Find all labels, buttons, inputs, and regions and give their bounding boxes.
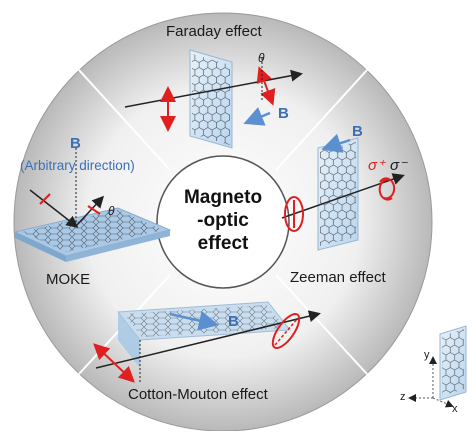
graphene-sheet-side (66, 230, 170, 262)
incident-beam (29, 189, 79, 228)
polarization-in (39, 193, 51, 205)
center-line-1: Magneto (183, 187, 263, 208)
graphene-sheet-side (15, 232, 66, 262)
divider-line (78, 69, 171, 171)
zeeman-field-label: B (352, 123, 363, 140)
cotton-mouton-illustration (93, 301, 321, 383)
circular-polarization-icon (379, 177, 396, 200)
zeeman-illustration (281, 133, 405, 251)
cotton-mouton-field-label: B (228, 313, 239, 330)
field-arrow (169, 310, 219, 331)
polarization-out (87, 205, 101, 215)
reflected-beam (75, 195, 105, 227)
field-arrow (321, 133, 351, 153)
moke-title: MOKE (46, 271, 91, 288)
axis-y-label: y (424, 349, 430, 361)
graphene-lattice (192, 54, 230, 145)
graphene-lattice (320, 142, 356, 246)
zeeman-sigma-plus: σ⁺ (368, 157, 385, 174)
graphene-lattice (22, 210, 163, 252)
coordinate-inset (408, 325, 467, 408)
center-line-2: -optic (197, 210, 249, 231)
zeeman-sigma-minus: σ⁻ (390, 157, 407, 174)
moke-field-note: (Arbitrary direction) (20, 158, 135, 173)
center-title: Magneto -optic effect (163, 186, 283, 255)
x-axis (432, 397, 454, 408)
circular-polarization-icon (378, 178, 393, 201)
graphene-lattice (442, 329, 464, 396)
faraday-illustration (124, 49, 303, 149)
center-circle (156, 155, 290, 289)
axis-z-label: z (400, 391, 406, 403)
axis-x-label: x (452, 403, 458, 415)
cotton-mouton-title: Cotton-Mouton effect (128, 386, 268, 403)
moke-angle-label: θ (108, 204, 115, 218)
polarization-axis (274, 317, 299, 346)
polarization-in (93, 343, 135, 383)
faraday-field-label: B (278, 105, 289, 122)
divider-line (275, 69, 368, 171)
moke-illustration (13, 148, 172, 262)
faraday-title: Faraday effect (166, 23, 262, 40)
faraday-angle-label: θ (258, 51, 265, 65)
polarization-ellipse (271, 312, 301, 350)
divider-line (275, 274, 368, 375)
center-line-3: effect (197, 233, 249, 254)
field-arrow (243, 107, 271, 126)
polarization-ellipse (284, 196, 304, 232)
moke-field-label: B (70, 135, 81, 152)
zeeman-title: Zeeman effect (290, 269, 386, 286)
